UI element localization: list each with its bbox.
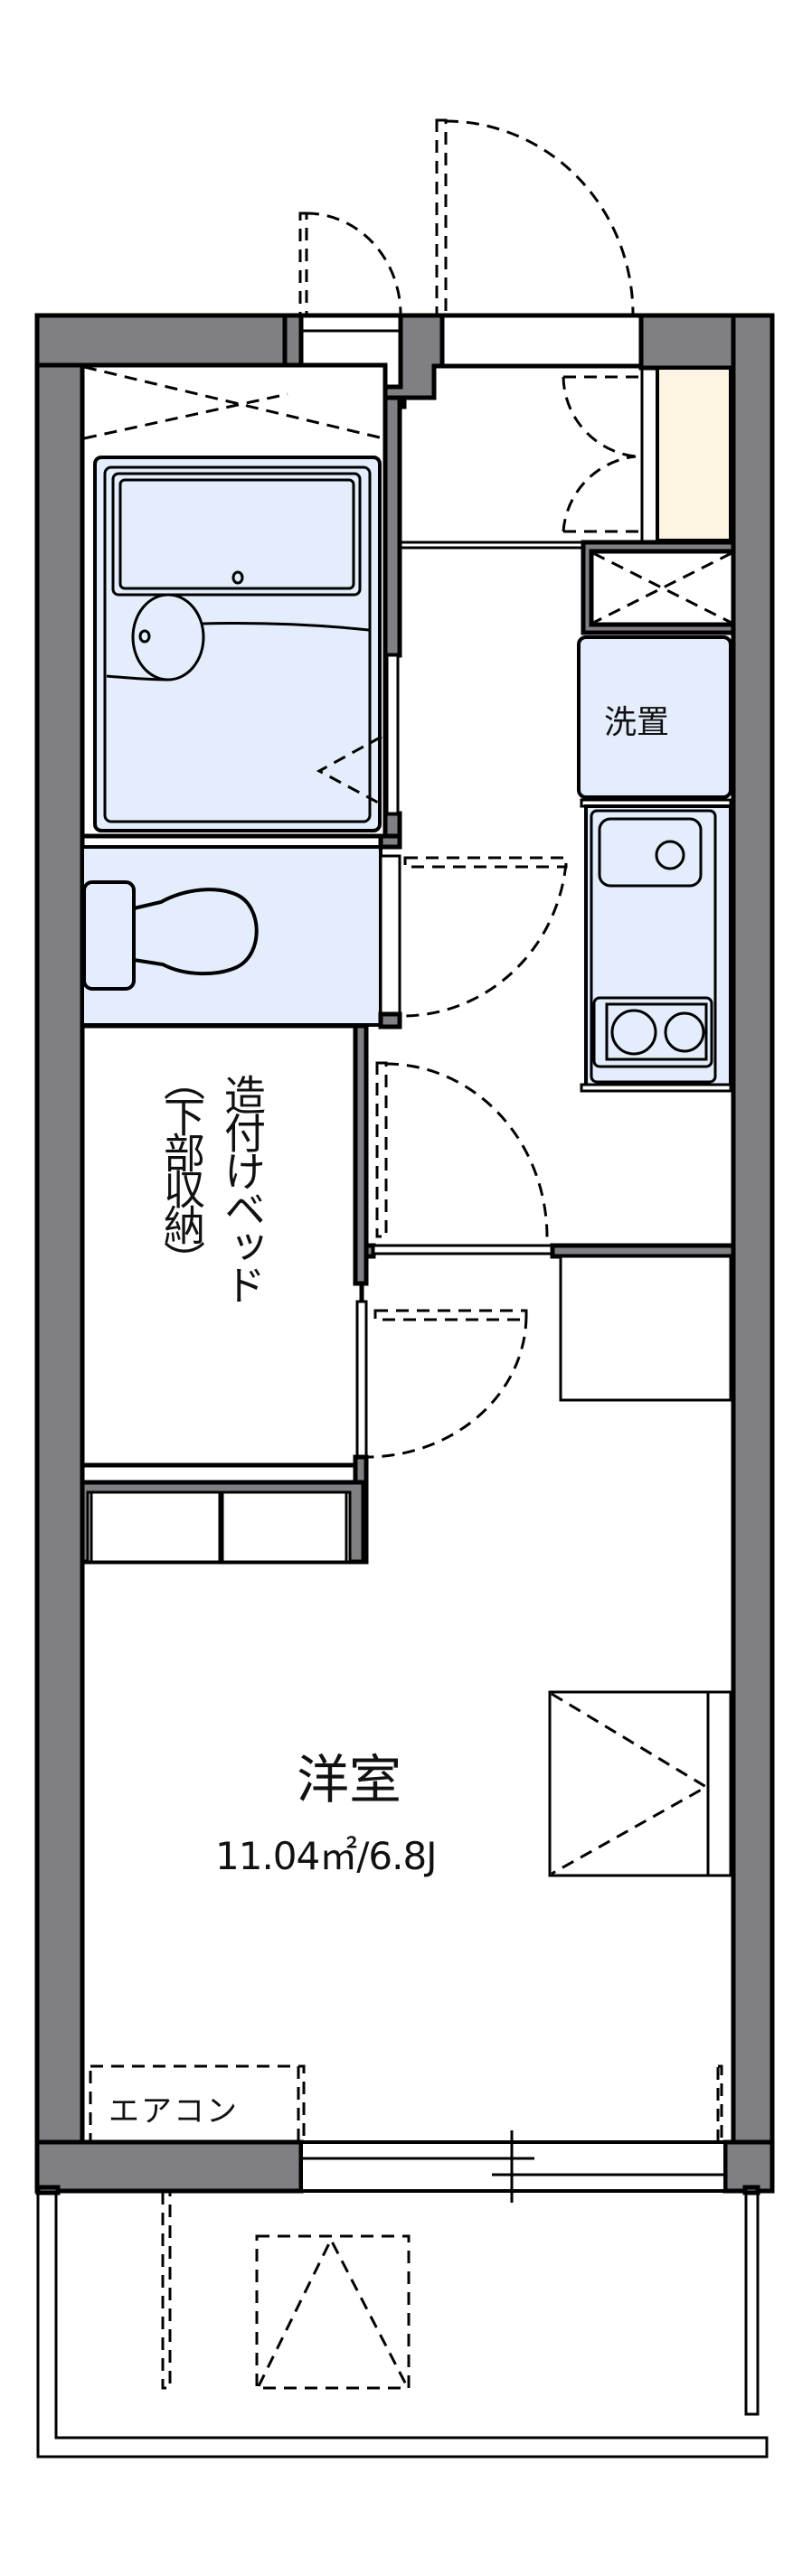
- kitchenette: [580, 798, 732, 1093]
- shoe-cabinet: [656, 366, 732, 542]
- shoe-cabinet-door-swing: [562, 375, 641, 533]
- meter-box-door-swing: [298, 212, 402, 316]
- toilet-room: [80, 833, 402, 1029]
- entrance-threshold: [439, 313, 644, 369]
- toilet-door-swing: [399, 856, 568, 1018]
- room-door-swing: [365, 1309, 528, 1459]
- built-in-bed: [80, 1023, 364, 1468]
- washer-space: [577, 635, 732, 799]
- balcony-sliding-door[interactable]: [299, 2130, 727, 2203]
- window-box: [548, 1690, 732, 1877]
- room-name: 洋室: [297, 1749, 402, 1810]
- built-in-bed-label: 造付けベッド: [218, 1074, 267, 1302]
- air-conditioner: [89, 2064, 723, 2144]
- corridor-door-swing: [375, 1061, 549, 1239]
- entry-door-swing[interactable]: [435, 118, 635, 316]
- balcony: [35, 2185, 769, 2458]
- room-area: 11.04㎡/6.8J: [215, 1834, 438, 1878]
- built-in-bed-sublabel: （下部収納）: [157, 1059, 206, 1276]
- bathroom: [80, 362, 402, 850]
- refrigerator-space: [559, 1255, 732, 1402]
- closet: [80, 1480, 366, 1565]
- washer-space-label: 洗置: [604, 704, 670, 741]
- air-conditioner-label: エアコン: [109, 2093, 239, 2129]
